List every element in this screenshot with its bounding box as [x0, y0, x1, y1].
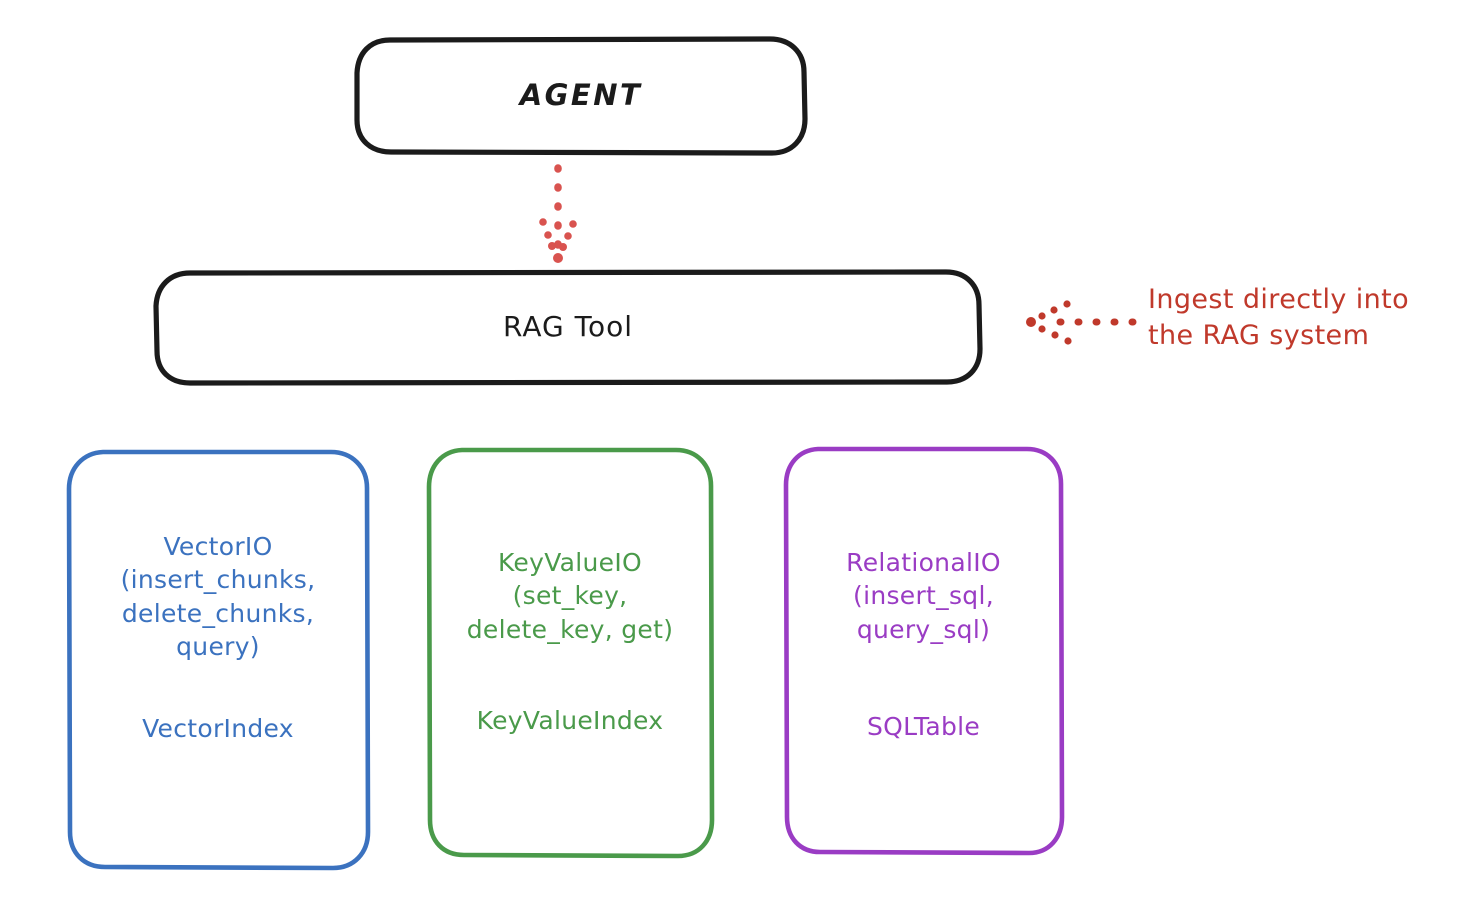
vector-io-api-label: VectorIO (insert_chunks, delete_chunks, … [120, 532, 316, 661]
key-value-io-node-shape[interactable] [426, 447, 715, 859]
edge-agent-to-rag-tool [539, 164, 577, 263]
key-value-io-api-label: KeyValueIO (set_key, delete_key, get) [466, 548, 674, 644]
relational-io-api-label: RelationalIO (insert_sql, query_sql) [846, 548, 1001, 644]
vector-io-index-label: VectorIndex [142, 714, 294, 743]
ingest-annotation-label: Ingest directly into the RAG system [1148, 284, 1410, 351]
relational-io-index-label: SQLTable [866, 712, 981, 741]
key-value-io-index-label: KeyValueIndex [476, 706, 664, 735]
agent-node-label: AGENT [519, 77, 643, 112]
edge-ingest-to-rag-tool [1026, 300, 1142, 345]
relational-io-node-shape[interactable] [783, 446, 1065, 856]
rag-tool-node-label: RAG Tool [503, 310, 633, 344]
